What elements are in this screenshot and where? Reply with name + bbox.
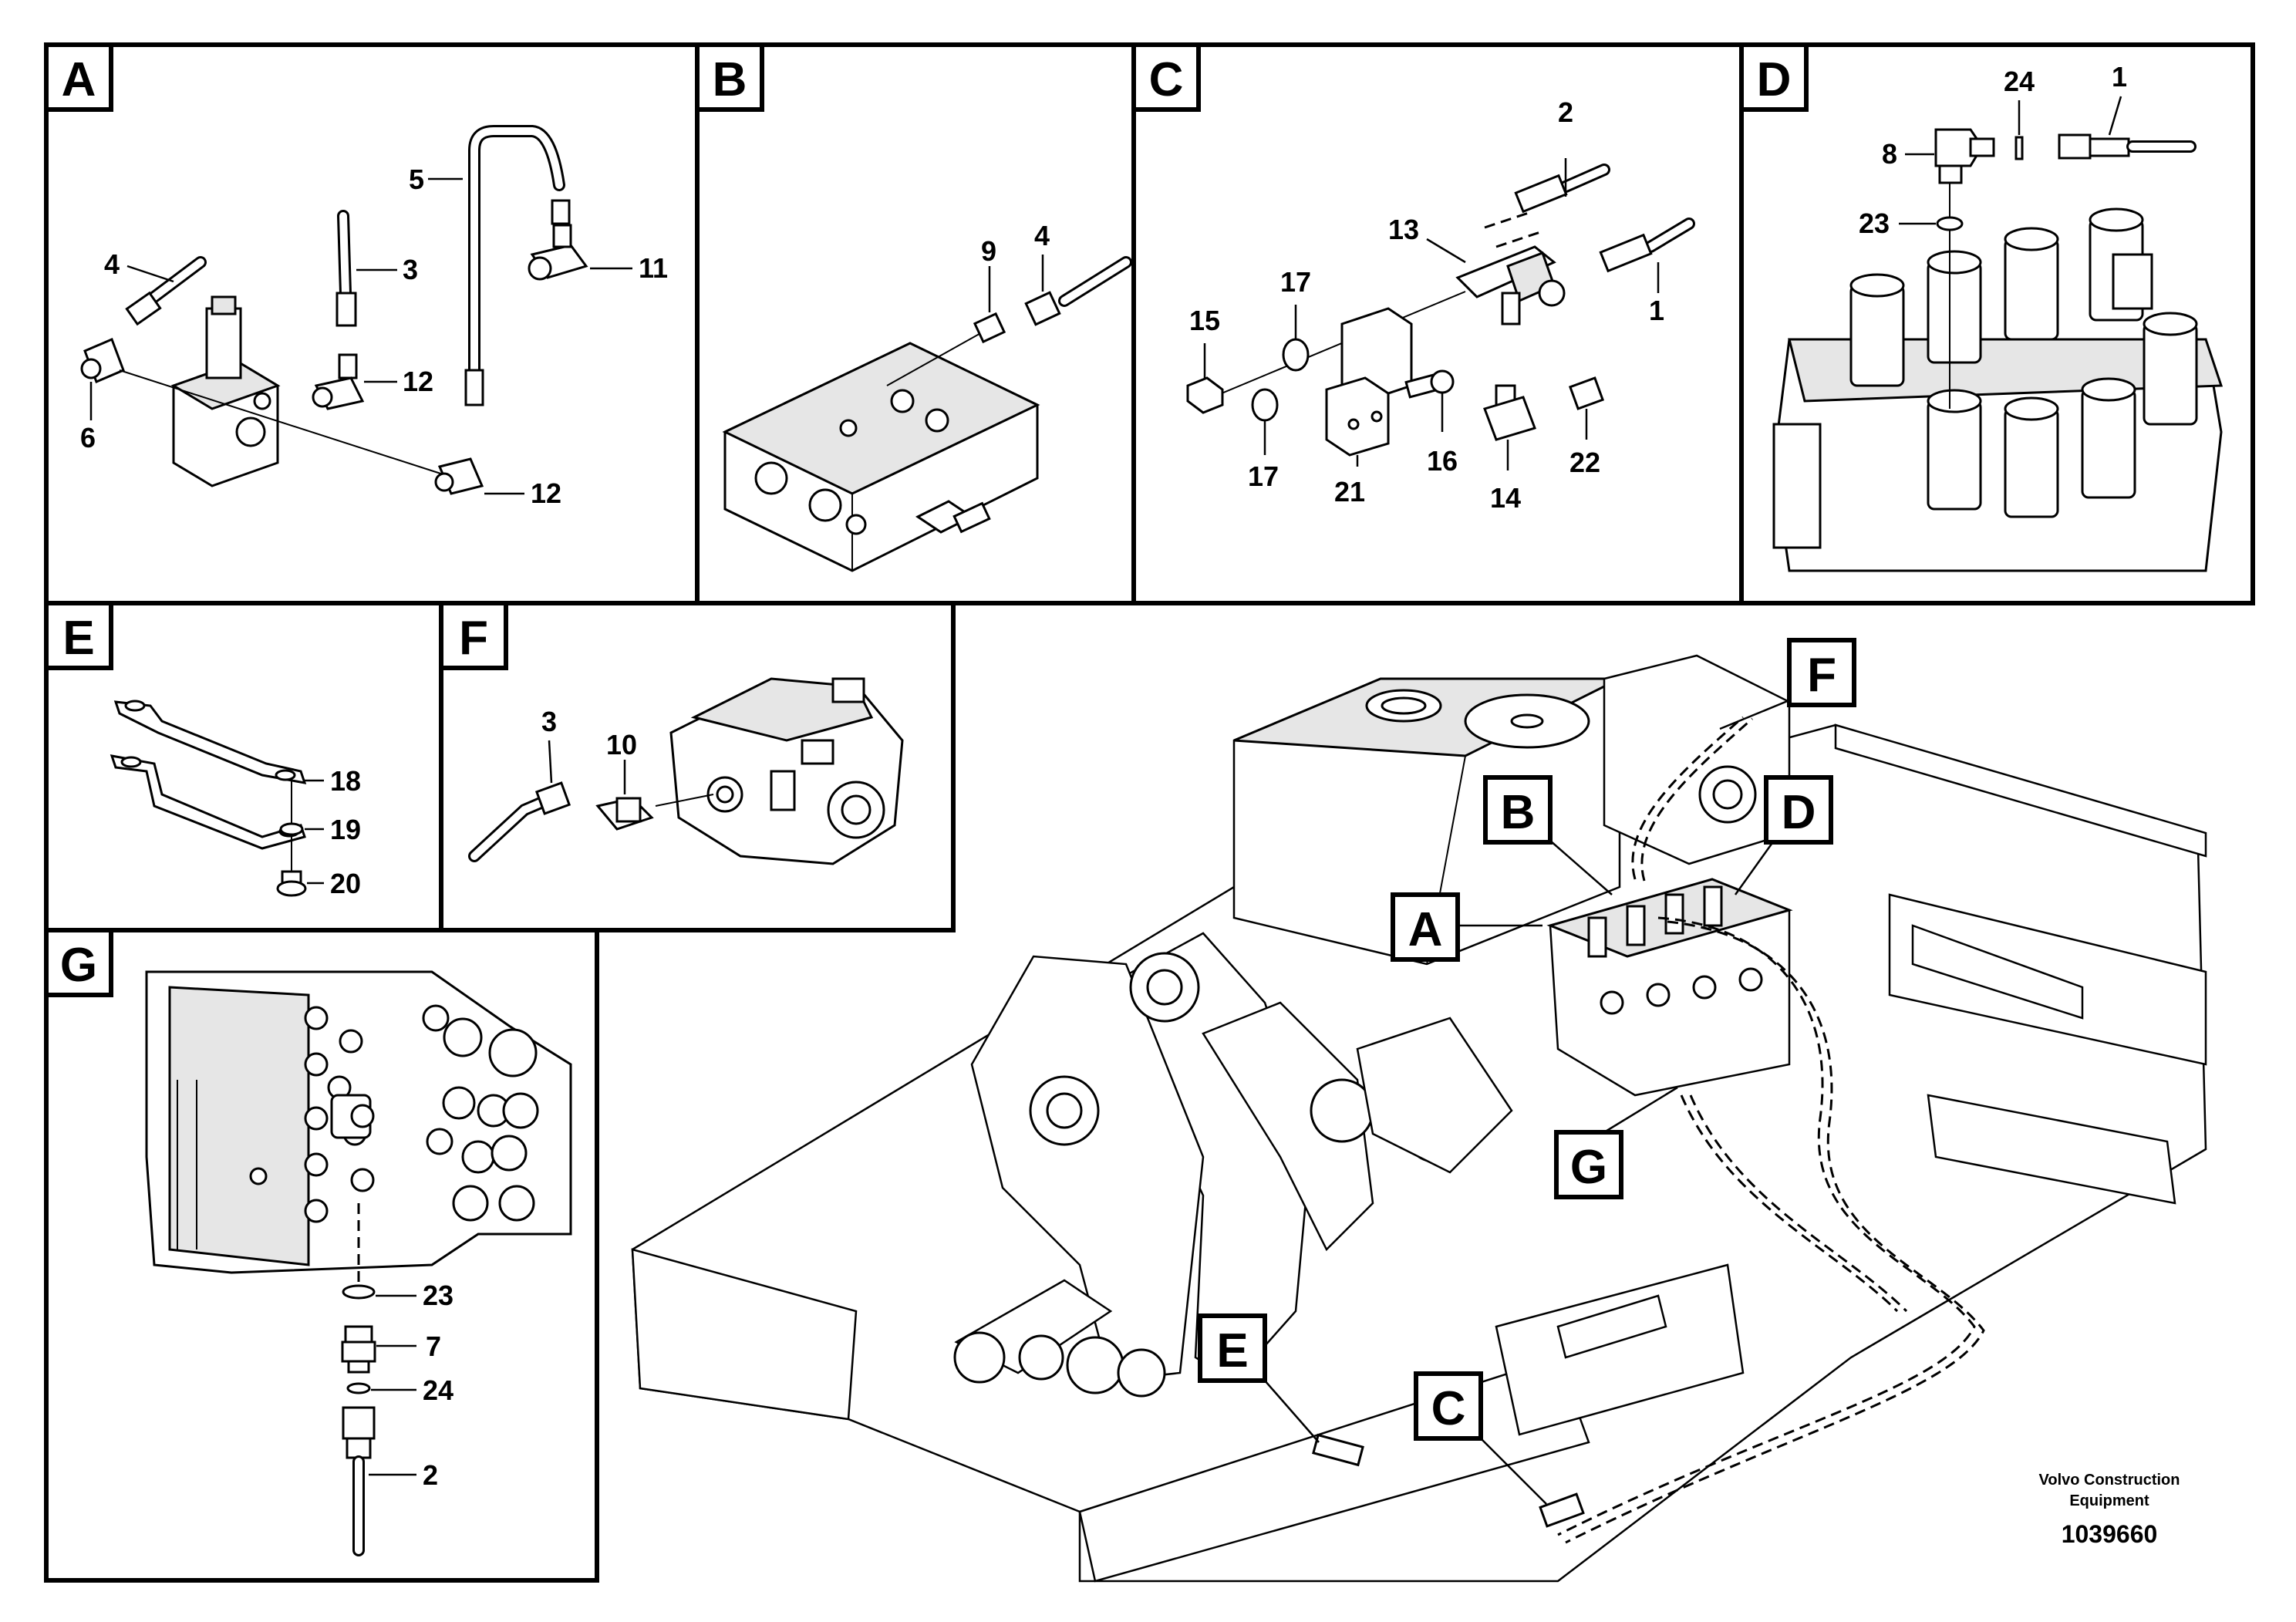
callout-24: 24: [2004, 66, 2035, 97]
overview-tag-c-label: C: [1431, 1382, 1466, 1435]
panel-g-tag-label: G: [60, 939, 97, 992]
callout-12-upper: 12: [403, 366, 433, 397]
callout-12-lower: 12: [531, 477, 561, 509]
overview-tag-b: [1483, 775, 1553, 845]
tee-fitting: [1455, 245, 1566, 325]
overview-tag-e-label: E: [1216, 1324, 1248, 1378]
panel-g: G: [44, 928, 599, 1583]
panel-e-tag-label: E: [62, 612, 94, 665]
panel-d: D: [1739, 42, 2255, 605]
panel-c-tag-label: C: [1149, 53, 1184, 106]
panel-b-tag-label: B: [713, 53, 747, 106]
callout-15: 15: [1189, 305, 1220, 336]
callout-16: 16: [1427, 445, 1458, 477]
panel-d-tag-label: D: [1757, 53, 1792, 106]
machine-overview: F B D A G E C: [631, 638, 2207, 1583]
callout-8: 8: [1882, 138, 1897, 170]
overview-tag-f-label: F: [1807, 649, 1836, 702]
overview-tag-d-label: D: [1782, 786, 1816, 839]
clamp-bracket: [110, 700, 307, 850]
panel-d-tag: [1739, 42, 1809, 112]
callout-4: 4: [104, 248, 120, 280]
callout-6: 6: [80, 422, 96, 454]
overview-tag-g: [1554, 1130, 1623, 1199]
callout-11: 11: [639, 252, 668, 284]
overview-tag-a-label: A: [1408, 903, 1443, 956]
callout-18: 18: [330, 765, 361, 797]
panel-a-tag: [44, 42, 113, 112]
panel-f: F 3 10: [439, 601, 956, 932]
overview-tag-f: [1787, 638, 1856, 707]
panel-a-tag-label: A: [62, 53, 96, 106]
callout-1: 1: [2112, 61, 2127, 93]
panel-a: A: [44, 42, 700, 605]
overview-tag-d: [1764, 775, 1833, 845]
callout-10: 10: [606, 729, 637, 760]
panel-e-tag: [44, 601, 113, 670]
callout-21: 21: [1334, 476, 1365, 508]
valve-bank: [1772, 207, 2224, 572]
manifold-block: [722, 342, 1040, 572]
callout-14: 14: [1490, 482, 1521, 514]
hydraulic-pump: [669, 677, 904, 865]
overview-tag-e: [1198, 1313, 1267, 1383]
overview-tag-c: [1414, 1371, 1483, 1441]
callout-22: 22: [1569, 447, 1600, 478]
callout-17-upper: 17: [1280, 266, 1311, 298]
callout-19: 19: [330, 814, 361, 845]
panel-f-tag-label: F: [459, 612, 488, 665]
footer-company-line2: Equipment: [2069, 1492, 2149, 1509]
callout-13: 13: [1388, 214, 1419, 245]
callout-4: 4: [1034, 220, 1050, 251]
callout-3: 3: [541, 706, 557, 737]
valve-block: [170, 295, 281, 487]
panel-c-tag: [1131, 42, 1201, 112]
overview-tag-g-label: G: [1570, 1141, 1607, 1194]
control-valve-body: [145, 970, 572, 1274]
panel-e: E 18 19 20: [44, 601, 443, 932]
callout-5: 5: [409, 164, 424, 195]
drawing-number: 1039660: [2062, 1520, 2158, 1548]
callout-23: 23: [423, 1280, 453, 1311]
footer-company-line1: Volvo Construction: [2039, 1472, 2180, 1489]
callout-20: 20: [330, 868, 361, 899]
callout-3: 3: [403, 254, 418, 285]
callout-17-lower: 17: [1248, 460, 1279, 492]
callout-9: 9: [981, 235, 996, 267]
panel-f-tag: [439, 601, 508, 670]
callout-1: 1: [1649, 295, 1664, 326]
overview-tag-b-label: B: [1501, 786, 1536, 839]
callout-23: 23: [1859, 207, 1890, 239]
overview-tag-a: [1391, 892, 1460, 962]
callout-24: 24: [423, 1374, 453, 1406]
panel-c: C: [1131, 42, 1744, 605]
callout-2: 2: [423, 1459, 438, 1491]
callout-2: 2: [1558, 96, 1573, 128]
callout-7: 7: [426, 1330, 441, 1362]
bracket: [1325, 307, 1413, 457]
panel-b: B 9 4: [695, 42, 1136, 605]
footer: Volvo Construction Equipment 1039660: [2039, 1472, 2180, 1548]
panel-g-tag: [44, 928, 113, 997]
panel-b-tag: [695, 42, 764, 112]
